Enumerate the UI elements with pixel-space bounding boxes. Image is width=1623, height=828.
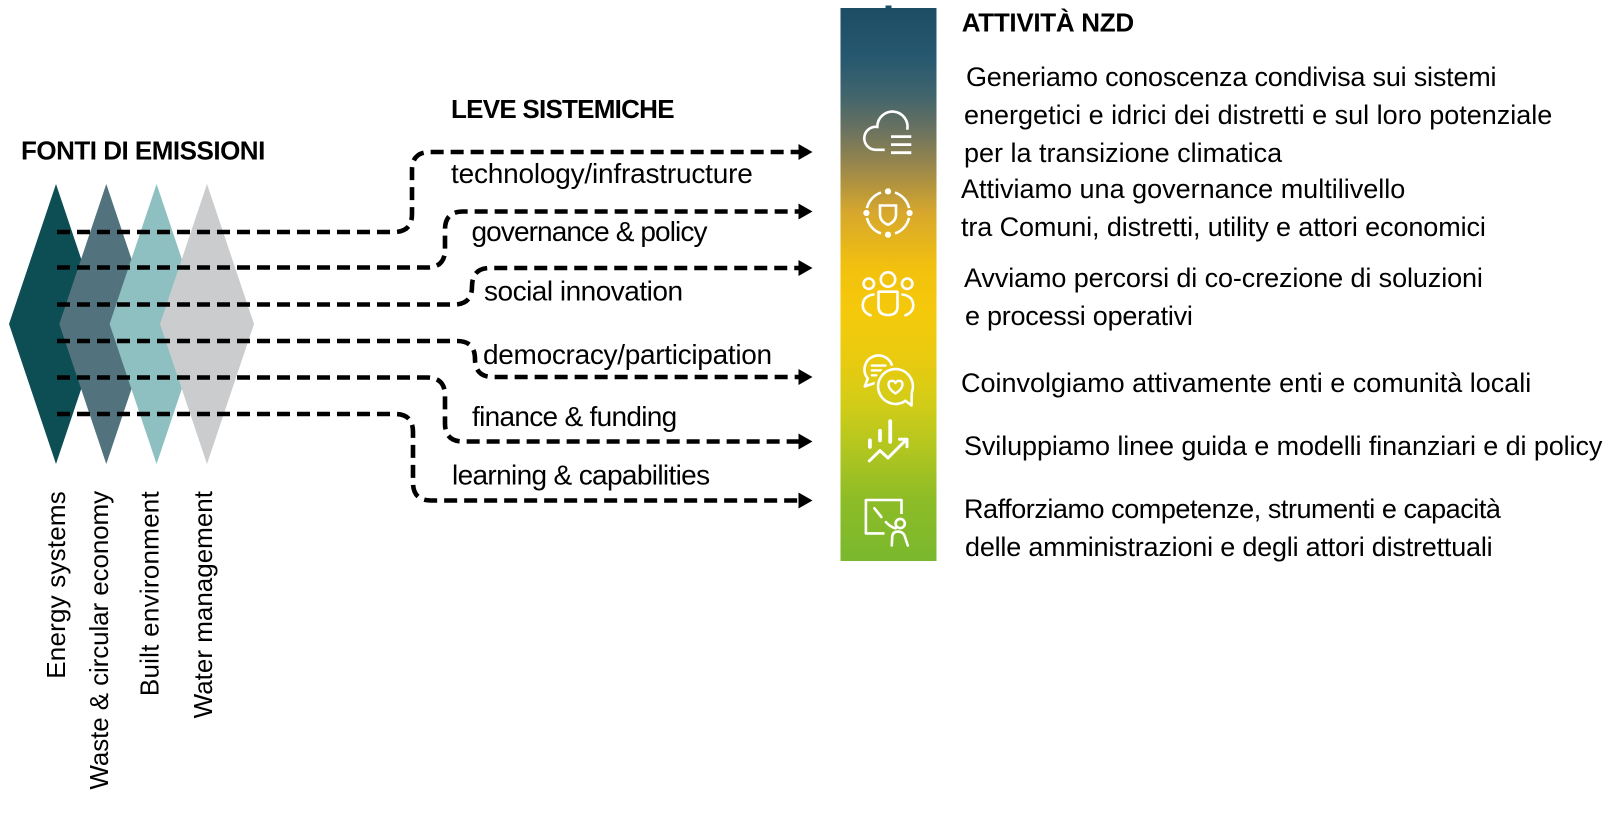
- svg-text:social innovation: social innovation: [484, 276, 683, 307]
- svg-text:learning & capabilities: learning & capabilities: [452, 460, 709, 491]
- svg-text:LEVE SISTEMICHE: LEVE SISTEMICHE: [451, 94, 674, 124]
- svg-text:Avviamo percorsi di co-crezion: Avviamo percorsi di co-crezione di soluz…: [964, 263, 1483, 293]
- svg-text:Water management: Water management: [188, 490, 218, 718]
- svg-text:Generiamo conoscenza condivisa: Generiamo conoscenza condivisa sui siste…: [966, 62, 1496, 92]
- svg-text:Attiviamo una governance multi: Attiviamo una governance multilivello: [961, 174, 1405, 204]
- svg-text:FONTI DI EMISSIONI: FONTI DI EMISSIONI: [21, 136, 265, 166]
- svg-text:technology/infrastructure: technology/infrastructure: [451, 158, 753, 189]
- svg-text:Rafforziamo competenze, strume: Rafforziamo competenze, strumenti e capa…: [964, 494, 1502, 524]
- svg-text:delle amministrazioni e degli: delle amministrazioni e degli attori dis…: [965, 532, 1492, 562]
- svg-text:Coinvolgiamo attivamente enti: Coinvolgiamo attivamente enti e comunità…: [961, 368, 1531, 398]
- svg-text:Built environment: Built environment: [135, 490, 165, 696]
- svg-text:Energy systems: Energy systems: [41, 491, 71, 679]
- svg-text:finance & funding: finance & funding: [472, 401, 677, 432]
- svg-text:governance & policy: governance & policy: [472, 216, 708, 247]
- svg-text:ATTIVITÀ NZD: ATTIVITÀ NZD: [962, 8, 1134, 38]
- svg-text:democracy/participation: democracy/participation: [483, 339, 772, 370]
- svg-text:per la transizione climatica: per la transizione climatica: [964, 138, 1283, 168]
- svg-text:energetici e idrici dei distre: energetici e idrici dei distretti e sul …: [964, 100, 1552, 130]
- svg-text:Sviluppiamo linee guida e mode: Sviluppiamo linee guida e modelli finanz…: [964, 431, 1603, 461]
- svg-text:e processi operativi: e processi operativi: [965, 301, 1193, 331]
- svg-text:Waste & circular economy: Waste & circular economy: [84, 491, 114, 790]
- svg-text:tra Comuni, distretti, utility: tra Comuni, distretti, utility e attori …: [961, 212, 1486, 242]
